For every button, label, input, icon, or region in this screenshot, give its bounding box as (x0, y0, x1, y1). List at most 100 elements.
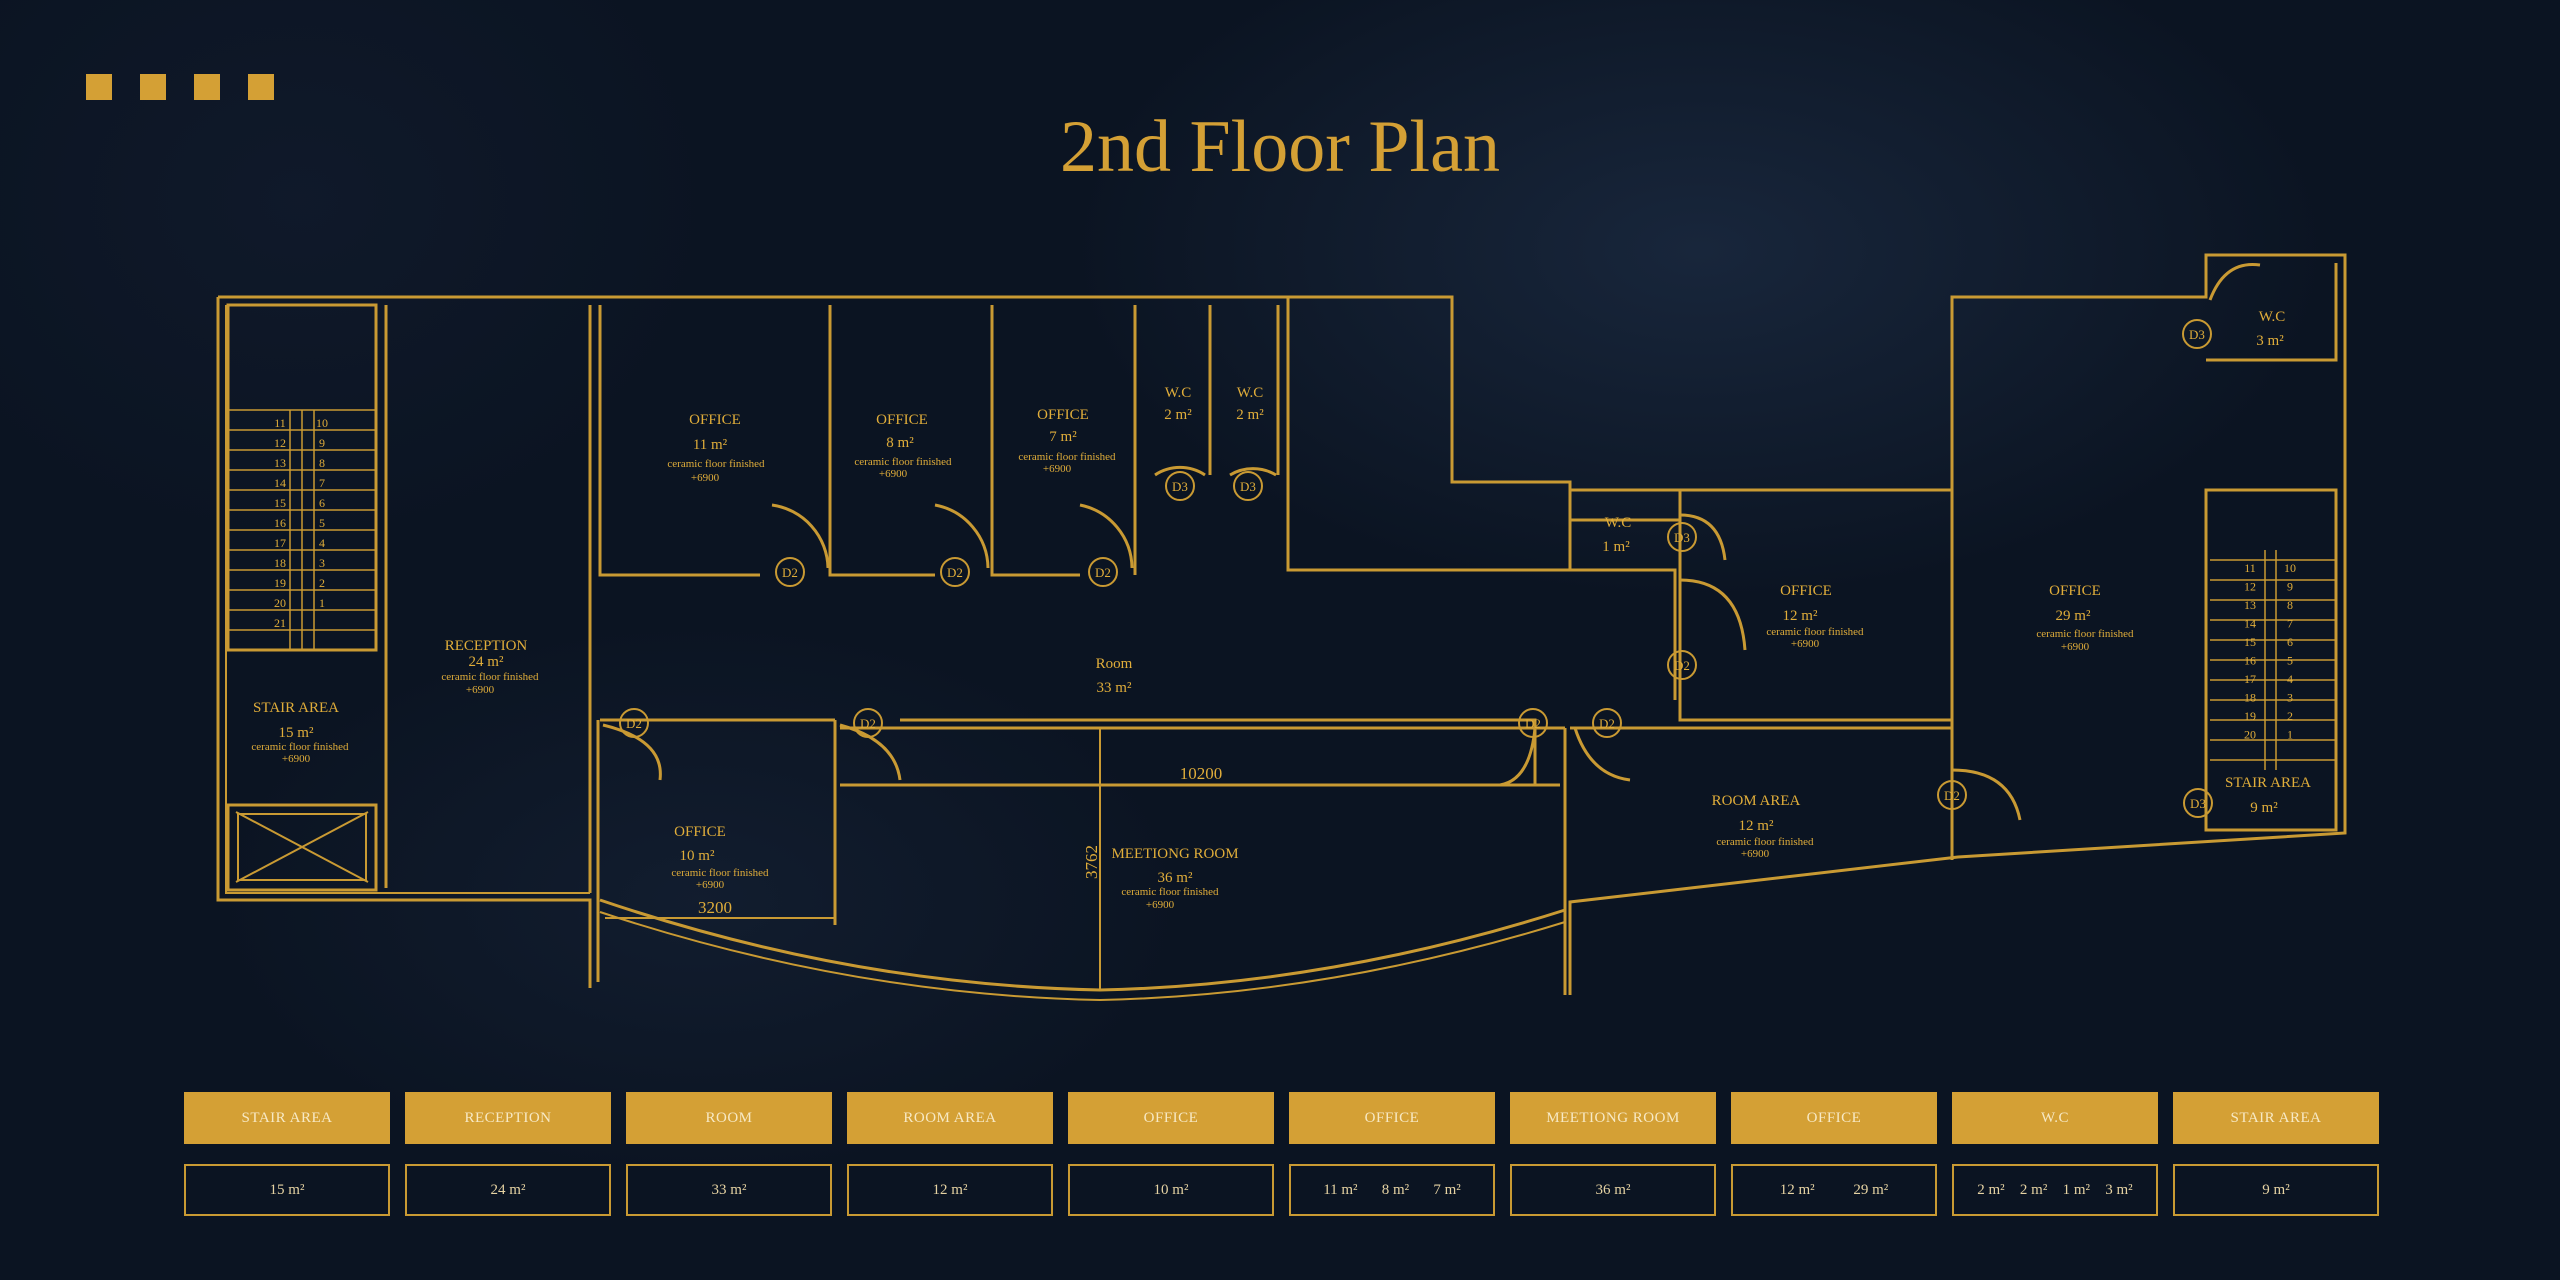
room-finish: ceramic floor finished (2036, 628, 2134, 640)
dimension-label: 10200 (1180, 764, 1223, 783)
dimension-label: 3762 (1082, 845, 1101, 879)
legend-area-value: 33 m² (711, 1181, 747, 1198)
stair-left-treads (228, 409, 376, 650)
dot (140, 74, 166, 100)
legend-area-value: 2 m² (1977, 1181, 2005, 1198)
room-level: +6900 (282, 753, 311, 765)
stair-step-number: 12 (274, 436, 286, 450)
dot (248, 74, 274, 100)
stair-step-number: 10 (2284, 561, 2296, 575)
room-name: STAIR AREA (253, 700, 339, 716)
legend-area-value: 3 m² (2105, 1181, 2133, 1198)
room-level: +6900 (2061, 641, 2090, 653)
door-tag-circle (1518, 708, 1548, 738)
stair-step-number: 6 (2287, 635, 2293, 649)
dimension-label: 3200 (698, 898, 732, 917)
stair-step-number: 10 (316, 416, 328, 430)
stair-step-number: 14 (274, 476, 286, 490)
stair-step-number: 8 (319, 456, 325, 470)
room-area: 11 m² (693, 437, 728, 453)
room-area: 12 m² (1739, 818, 1774, 834)
room-area: 36 m² (1158, 870, 1193, 886)
door-tag: D3 (1172, 479, 1188, 494)
stair-step-number: 2 (2287, 709, 2293, 723)
legend-value: 36 m² (1510, 1164, 1716, 1216)
door-tag: D2 (1944, 788, 1960, 803)
room-area: 29 m² (2056, 608, 2091, 624)
dot (86, 74, 112, 100)
stair-step-number: 18 (274, 556, 286, 570)
door-tag-circle (1233, 471, 1263, 501)
stair-step-number: 2 (319, 576, 325, 590)
stair-step-number: 18 (2244, 691, 2256, 705)
room-level: +6900 (1791, 638, 1820, 650)
room-level: +6900 (466, 684, 495, 696)
stair-step-number: 15 (2244, 635, 2256, 649)
door-tag: D2 (947, 565, 963, 580)
door-tag: D2 (1525, 716, 1541, 731)
room-area: 3 m² (2256, 333, 2284, 349)
room-finish: ceramic floor finished (1018, 451, 1116, 463)
legend-item: ROOM AREA 12 m² (847, 1092, 1053, 1216)
legend-area-value: 7 m² (1433, 1181, 1461, 1198)
room-name: OFFICE (674, 824, 726, 840)
stair-step-number: 7 (319, 476, 325, 490)
stair-step-number: 17 (274, 536, 286, 550)
stair-step-number: 4 (2287, 672, 2293, 686)
room-finish: ceramic floor finished (441, 671, 539, 683)
door-tag: D2 (782, 565, 798, 580)
room-level: +6900 (696, 879, 725, 891)
legend-label: MEETIONG ROOM (1510, 1092, 1716, 1144)
room-name: W.C (2259, 309, 2286, 325)
door-tag-circle (1667, 650, 1697, 680)
stair-step-number: 8 (2287, 598, 2293, 612)
legend-area-value: 10 m² (1153, 1181, 1189, 1198)
menu-dots-icon[interactable] (86, 74, 274, 100)
stair-step-number: 20 (274, 596, 286, 610)
room-area: 2 m² (1164, 407, 1192, 423)
room-name: OFFICE (876, 412, 928, 428)
curved-facade (599, 898, 1566, 992)
legend-area-value: 29 m² (1853, 1181, 1889, 1198)
legend-item: STAIR AREA 15 m² (184, 1092, 390, 1216)
room-area: 15 m² (279, 725, 314, 741)
stair-step-number: 20 (2244, 728, 2256, 742)
legend-label: STAIR AREA (184, 1092, 390, 1144)
room-finish: ceramic floor finished (1121, 886, 1219, 898)
stair-step-number: 16 (2244, 654, 2256, 668)
door-tag-circle (1088, 557, 1118, 587)
room-finish: ceramic floor finished (854, 456, 952, 468)
door-tag: D2 (1674, 658, 1690, 673)
stair-step-number: 4 (319, 536, 325, 550)
legend-area-value: 15 m² (269, 1181, 305, 1198)
legend-area-value: 8 m² (1381, 1181, 1410, 1198)
outer-wall-inner (225, 305, 590, 894)
legend-area-value: 12 m² (932, 1181, 968, 1198)
room-name: RECEPTION (445, 638, 528, 654)
door-tag: D2 (1095, 565, 1111, 580)
room-name: ROOM AREA (1712, 793, 1801, 809)
legend-value: 10 m² (1068, 1164, 1274, 1216)
legend-label: ROOM AREA (847, 1092, 1053, 1144)
door-tag: D3 (2189, 327, 2205, 342)
room-area: 10 m² (680, 848, 715, 864)
legend-area-value: 12 m² (1779, 1181, 1815, 1198)
stair-step-number: 3 (2287, 691, 2293, 705)
room-name: OFFICE (1037, 407, 1089, 423)
stair-step-number: 11 (2244, 561, 2256, 575)
room-level: +6900 (1043, 463, 1072, 475)
legend-area-value: 36 m² (1595, 1181, 1631, 1198)
stair-step-number: 17 (2244, 672, 2256, 686)
stair-step-number: 21 (274, 616, 286, 630)
stair-step-number: 13 (274, 456, 286, 470)
stair-step-number: 12 (2244, 580, 2256, 594)
room-name: W.C (1165, 385, 1192, 401)
